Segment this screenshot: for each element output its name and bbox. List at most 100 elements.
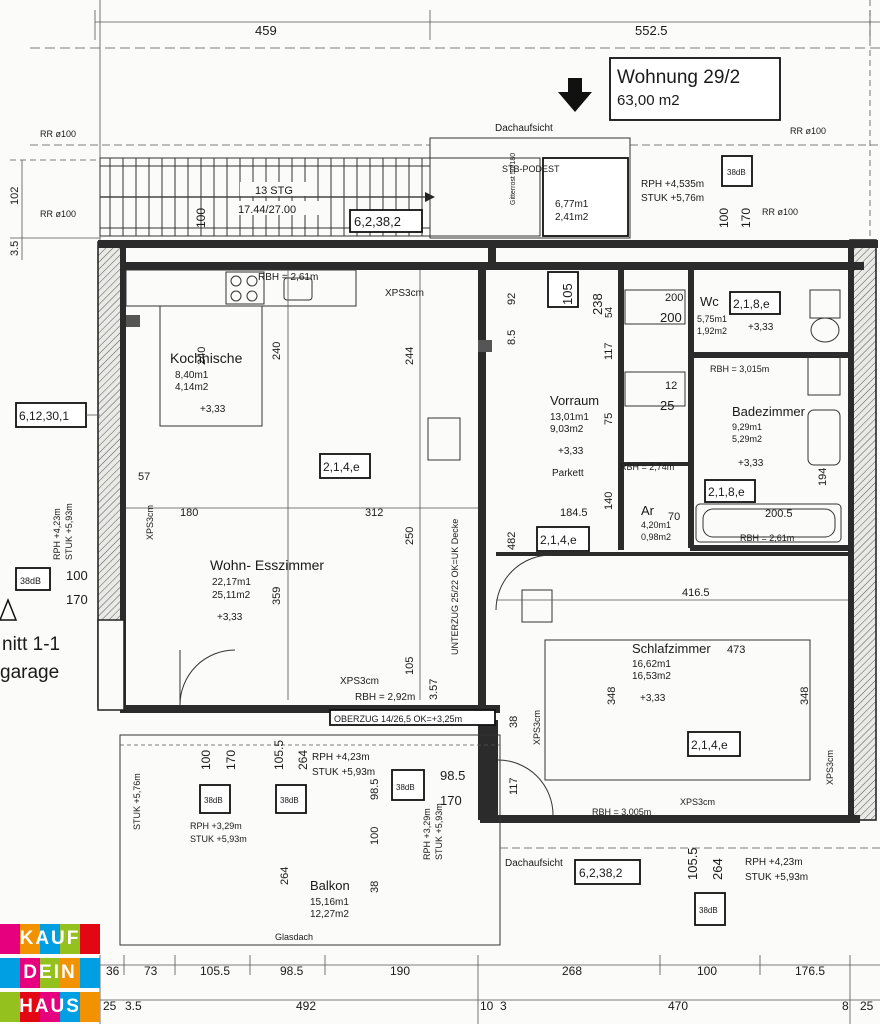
svg-text:STUK +5,76m: STUK +5,76m bbox=[641, 193, 704, 204]
svg-text:5,29m2: 5,29m2 bbox=[732, 434, 762, 444]
svg-text:105.5: 105.5 bbox=[272, 740, 286, 770]
top-dimension-line: 459 552.5 bbox=[30, 0, 880, 250]
svg-text:105.5: 105.5 bbox=[685, 847, 700, 880]
svg-text:RPH +4,23m: RPH +4,23m bbox=[312, 752, 370, 763]
svg-text:190: 190 bbox=[390, 964, 410, 978]
svg-text:16,53m2: 16,53m2 bbox=[632, 671, 671, 682]
svg-text:100: 100 bbox=[199, 750, 213, 770]
room-kochnische: Kochnische 8,40m1 4,14m2 +3,33 240 bbox=[170, 347, 243, 415]
svg-text:+3,33: +3,33 bbox=[640, 693, 666, 704]
svg-text:264: 264 bbox=[279, 867, 291, 885]
right-height-notes: 38dB RPH +4,535m STUK +5,76m 100 100 170… bbox=[194, 155, 880, 926]
entry-arrow-icon bbox=[558, 78, 592, 112]
svg-text:Balkon: Balkon bbox=[310, 878, 350, 893]
svg-text:38dB: 38dB bbox=[20, 576, 41, 586]
svg-text:105: 105 bbox=[560, 283, 575, 305]
svg-text:25: 25 bbox=[660, 398, 674, 413]
room-abstellraum: Ar 4,20m1 0,98m2 70 RBH = 2,74m 200 200 … bbox=[620, 289, 686, 542]
svg-text:100: 100 bbox=[369, 827, 381, 845]
dim-top-552: 552.5 bbox=[635, 23, 668, 38]
svg-text:200: 200 bbox=[660, 310, 682, 325]
svg-text:264: 264 bbox=[296, 750, 310, 770]
svg-text:194: 194 bbox=[817, 468, 829, 486]
svg-text:RPH +4,23m: RPH +4,23m bbox=[52, 508, 62, 560]
svg-text:268: 268 bbox=[562, 964, 582, 978]
svg-text:73: 73 bbox=[144, 964, 158, 978]
svg-text:13,01m1: 13,01m1 bbox=[550, 412, 589, 423]
svg-text:38dB: 38dB bbox=[699, 906, 718, 915]
svg-text:36: 36 bbox=[106, 964, 120, 978]
gitterrost-label: Gitterrost 50/180 bbox=[510, 153, 517, 205]
svg-text:RPH +3,29m: RPH +3,29m bbox=[422, 808, 432, 860]
svg-text:98.5: 98.5 bbox=[369, 779, 381, 800]
svg-text:38dB: 38dB bbox=[396, 783, 415, 792]
svg-text:38: 38 bbox=[508, 716, 520, 728]
unit-area: 63,00 m2 bbox=[617, 92, 680, 109]
svg-text:184.5: 184.5 bbox=[560, 507, 588, 519]
svg-text:473: 473 bbox=[727, 644, 745, 656]
svg-text:+3,33: +3,33 bbox=[200, 404, 226, 415]
section-label: nitt 1-1 bbox=[2, 634, 60, 655]
svg-text:492: 492 bbox=[296, 999, 316, 1013]
dachaufsicht-label: Dachaufsicht bbox=[495, 123, 553, 134]
svg-text:6,2,38,2: 6,2,38,2 bbox=[354, 214, 401, 229]
room-vorraum: Vorraum 13,01m1 9,03m2 +3,33 Parkett 184… bbox=[427, 271, 615, 623]
staircase: 13 STG 17.44/27.00 STB-PODEST 6,77m1 2,4… bbox=[99, 153, 629, 237]
svg-text:57: 57 bbox=[138, 471, 150, 483]
rr-label: RR ø100 bbox=[40, 129, 76, 139]
svg-text:6,12,30,1: 6,12,30,1 bbox=[19, 409, 69, 423]
svg-text:100: 100 bbox=[66, 568, 88, 583]
dim-top-459: 459 bbox=[255, 23, 277, 38]
svg-text:100: 100 bbox=[717, 208, 731, 228]
svg-text:3: 3 bbox=[500, 999, 507, 1013]
svg-text:117: 117 bbox=[603, 342, 615, 360]
svg-text:+3,33: +3,33 bbox=[558, 446, 584, 457]
svg-text:22,17m1: 22,17m1 bbox=[212, 577, 251, 588]
garage-label: garage bbox=[0, 662, 59, 683]
svg-text:98.5: 98.5 bbox=[440, 768, 465, 783]
svg-text:+3,33: +3,33 bbox=[748, 322, 774, 333]
svg-text:XPS3cm: XPS3cm bbox=[532, 710, 542, 745]
kauf-dein-haus-logo: KAUF DEIN HAUS bbox=[0, 924, 100, 1024]
svg-text:2,1,4,e: 2,1,4,e bbox=[323, 460, 360, 474]
svg-text:416.5: 416.5 bbox=[682, 587, 710, 599]
oberzug-label: OBERZUG 14/26,5 OK=+3,25m bbox=[329, 709, 496, 726]
svg-text:102: 102 bbox=[9, 187, 21, 205]
svg-text:359: 359 bbox=[271, 587, 283, 605]
svg-text:Schlafzimmer: Schlafzimmer bbox=[632, 641, 711, 656]
svg-text:Wc: Wc bbox=[700, 294, 719, 309]
svg-text:38dB: 38dB bbox=[280, 796, 299, 805]
svg-text:3.5: 3.5 bbox=[9, 241, 21, 256]
room-badezimmer: Badezimmer 9,29m1 5,29m2 +3,33 RBH = 3,0… bbox=[695, 354, 842, 543]
svg-text:3.5: 3.5 bbox=[125, 999, 142, 1013]
svg-text:264: 264 bbox=[710, 858, 725, 880]
svg-text:482: 482 bbox=[506, 532, 518, 550]
svg-text:XPS3cm: XPS3cm bbox=[825, 750, 835, 785]
svg-text:OBERZUG 14/26,5 OK=+3,25m: OBERZUG 14/26,5 OK=+3,25m bbox=[334, 714, 462, 724]
svg-text:4,20m1: 4,20m1 bbox=[641, 520, 671, 530]
svg-text:54: 54 bbox=[604, 306, 615, 318]
svg-text:16,62m1: 16,62m1 bbox=[632, 659, 671, 670]
svg-text:RPH +4,535m: RPH +4,535m bbox=[641, 179, 704, 190]
svg-text:STUK +5,93m: STUK +5,93m bbox=[312, 767, 375, 778]
svg-text:92: 92 bbox=[506, 293, 518, 305]
svg-text:70: 70 bbox=[668, 511, 680, 523]
svg-text:STUK +5,76m: STUK +5,76m bbox=[132, 773, 142, 830]
svg-text:12,27m2: 12,27m2 bbox=[310, 909, 349, 920]
svg-text:238: 238 bbox=[590, 293, 605, 315]
roof-outline: Dachaufsicht RR ø100 RR ø100 RR ø100 RR … bbox=[30, 123, 880, 239]
svg-text:Parkett: Parkett bbox=[552, 468, 584, 479]
svg-text:RBH = 2,61m: RBH = 2,61m bbox=[740, 533, 794, 543]
svg-text:RBH = 3,005m: RBH = 3,005m bbox=[592, 807, 651, 817]
svg-text:Badezimmer: Badezimmer bbox=[732, 404, 806, 419]
svg-text:RBH = 2,92m: RBH = 2,92m bbox=[355, 692, 415, 703]
svg-text:100: 100 bbox=[697, 964, 717, 978]
svg-text:+3,33: +3,33 bbox=[738, 458, 764, 469]
svg-text:XPS3cm: XPS3cm bbox=[340, 676, 379, 687]
svg-text:348: 348 bbox=[606, 687, 618, 705]
podest-perimeter: 6,77m1 bbox=[555, 199, 589, 210]
svg-text:XPS3cm: XPS3cm bbox=[680, 797, 715, 807]
svg-text:244: 244 bbox=[404, 347, 416, 365]
svg-text:2,1,4,e: 2,1,4,e bbox=[540, 533, 577, 547]
